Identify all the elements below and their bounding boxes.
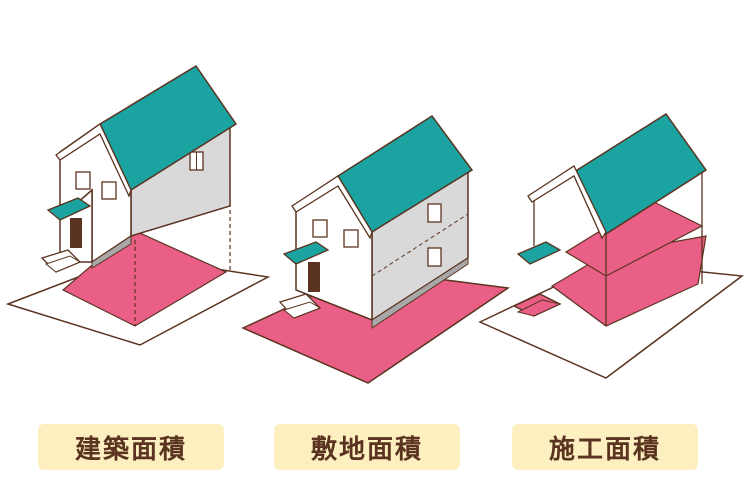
base-shadow <box>371 257 469 329</box>
label-site-area: 敷地面積 <box>274 424 460 470</box>
base-shadow <box>91 235 132 269</box>
floor-line <box>371 213 469 277</box>
window <box>101 181 117 200</box>
window <box>312 219 328 238</box>
label-building-area: 建築面積 <box>38 424 224 470</box>
window <box>427 247 442 267</box>
door <box>70 218 82 248</box>
canopy <box>516 241 562 265</box>
window <box>427 203 442 223</box>
label-text: 施工面積 <box>548 434 661 465</box>
label-text: 建築面積 <box>74 434 187 465</box>
building-area-house <box>5 64 271 346</box>
site-area-house <box>241 114 511 384</box>
roof-edge <box>291 175 373 240</box>
roof-edge <box>55 123 132 198</box>
door <box>308 262 320 292</box>
label-text: 敷地面積 <box>310 434 423 465</box>
canopy <box>282 241 330 265</box>
canopy <box>46 197 92 221</box>
label-floor-area: 施工面積 <box>512 424 698 470</box>
gable-outline <box>527 165 607 240</box>
window <box>343 229 359 248</box>
floor-area-house <box>478 112 744 379</box>
window <box>75 171 91 190</box>
